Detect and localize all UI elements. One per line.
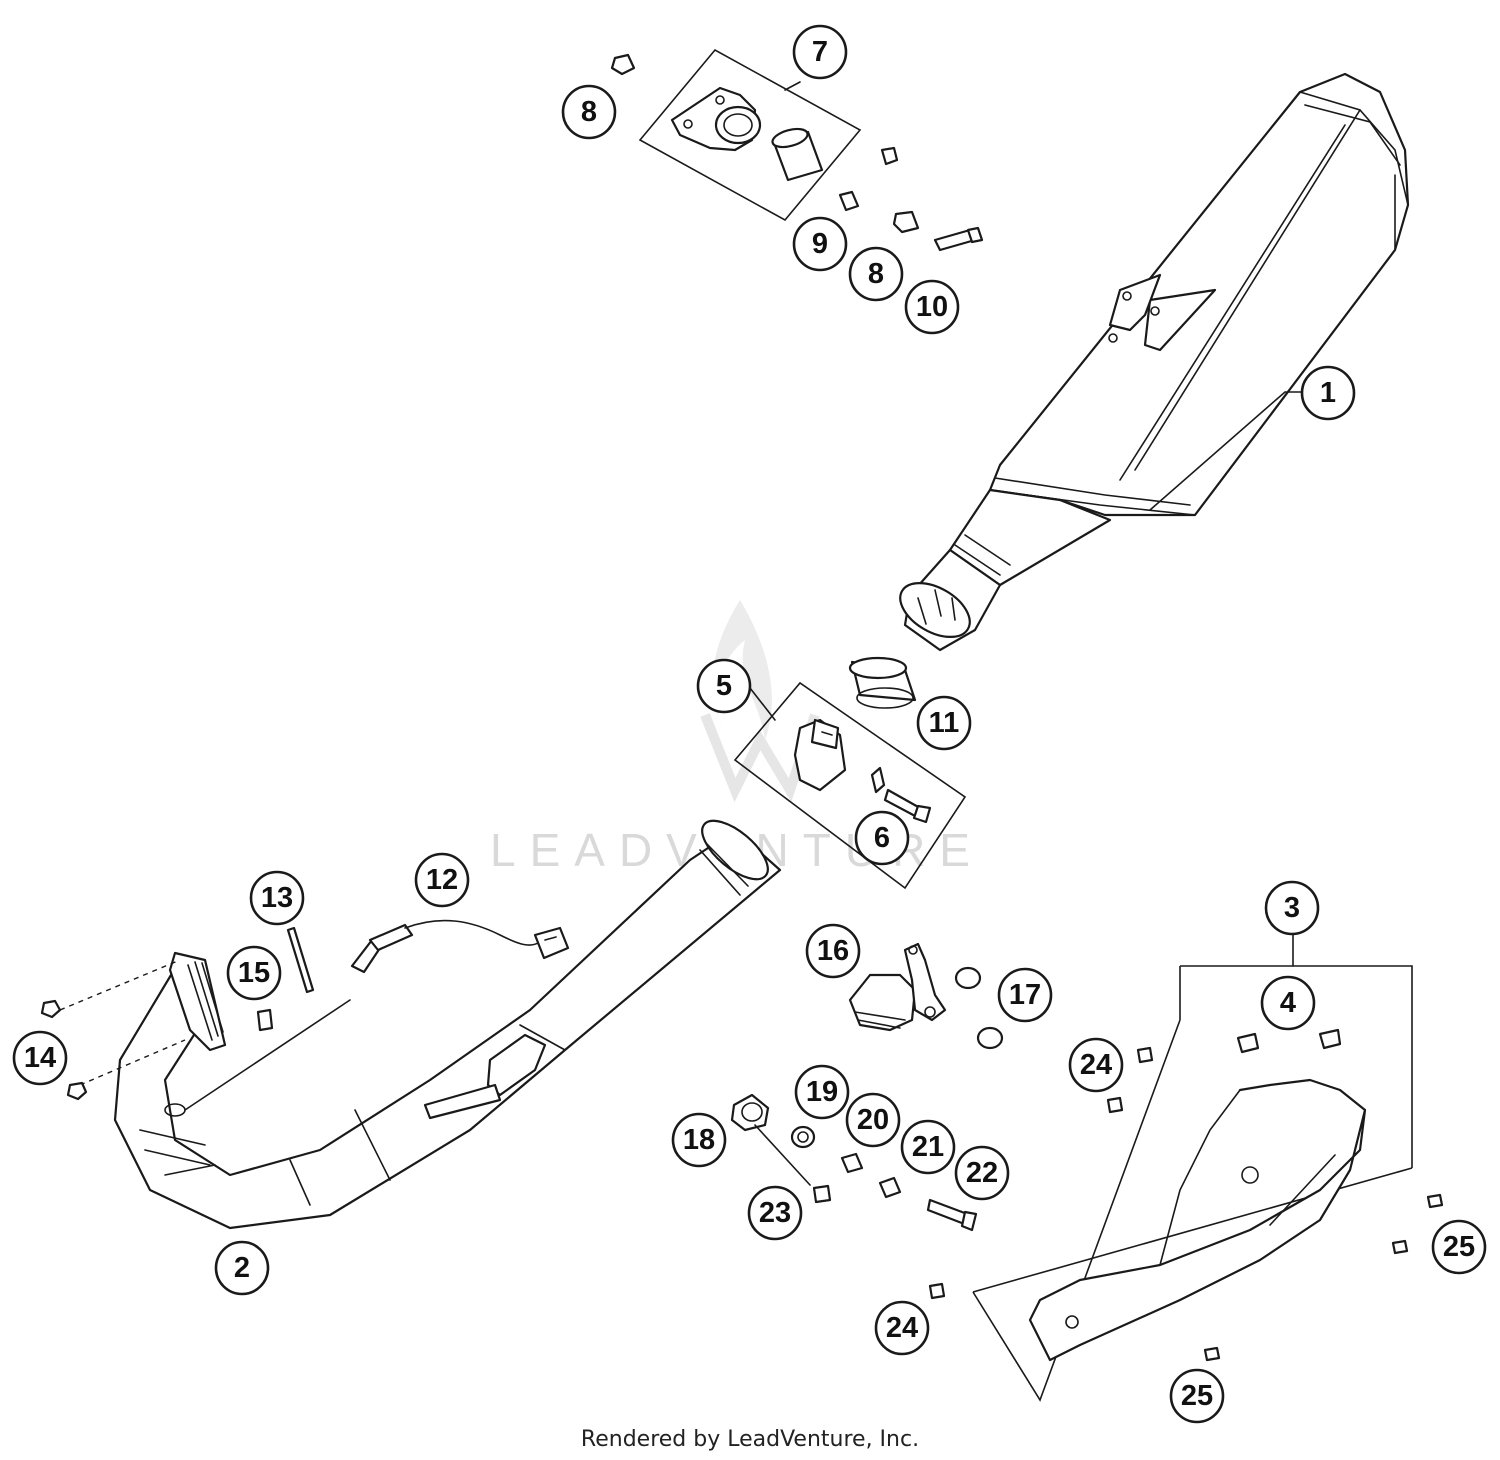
- callout-label: 19: [806, 1076, 838, 1108]
- nut-part-14: [40, 999, 88, 1101]
- callout-18[interactable]: 18: [671, 1112, 727, 1168]
- callout-9[interactable]: 9: [792, 216, 848, 272]
- callout-label: 22: [966, 1157, 998, 1189]
- callout-label: 14: [24, 1042, 56, 1074]
- callout-label: 10: [916, 291, 948, 323]
- callout-label: 20: [857, 1104, 889, 1136]
- callout-8[interactable]: 8: [848, 246, 904, 302]
- callout-label: 13: [261, 882, 293, 914]
- callout-17[interactable]: 17: [997, 967, 1053, 1023]
- callout-label: 8: [868, 258, 884, 290]
- damper-part-16: [848, 942, 947, 1032]
- callout-4[interactable]: 4: [1260, 975, 1316, 1031]
- callout-label: 18: [683, 1124, 715, 1156]
- callout-23[interactable]: 23: [747, 1185, 803, 1241]
- sleeve-part-11: [848, 656, 917, 709]
- callout-label: 24: [886, 1312, 918, 1344]
- callout-label: 8: [581, 96, 597, 128]
- callout-20[interactable]: 20: [845, 1092, 901, 1148]
- callout-15[interactable]: 15: [226, 945, 282, 1001]
- flange-group-7: [638, 48, 862, 222]
- callout-25[interactable]: 25: [1169, 1368, 1225, 1424]
- gasket-part-13: [286, 926, 315, 994]
- clamp-group-5: [733, 681, 967, 890]
- callout-14[interactable]: 14: [12, 1030, 68, 1086]
- sensor-part-12: [350, 919, 570, 974]
- nut-part-24: [928, 1046, 1154, 1300]
- callout-25[interactable]: 25: [1431, 1219, 1487, 1275]
- callout-19[interactable]: 19: [794, 1064, 850, 1120]
- callout-2[interactable]: 2: [214, 1240, 270, 1296]
- callout-10[interactable]: 10: [904, 279, 960, 335]
- insert-part-15: [256, 1008, 274, 1032]
- callout-5[interactable]: 5: [696, 658, 752, 714]
- callout-12[interactable]: 12: [414, 852, 470, 908]
- callout-24[interactable]: 24: [874, 1300, 930, 1356]
- leader-lines: [749, 81, 1303, 721]
- callout-label: 11: [929, 707, 960, 739]
- callout-22[interactable]: 22: [954, 1145, 1010, 1201]
- callout-label: 25: [1181, 1380, 1213, 1412]
- callout-label: 6: [874, 822, 890, 854]
- callout-8[interactable]: 8: [561, 84, 617, 140]
- callout-7[interactable]: 7: [792, 24, 848, 80]
- muffler-part: [899, 72, 1410, 652]
- callout-label: 24: [1080, 1049, 1112, 1081]
- callout-13[interactable]: 13: [249, 870, 305, 926]
- footer-credit: Rendered by LeadVenture, Inc.: [581, 1427, 919, 1452]
- screw-part-25: [1203, 1193, 1444, 1362]
- callout-label: 3: [1284, 892, 1300, 924]
- callout-label: 7: [812, 36, 828, 68]
- grommet-part-17: [954, 966, 1004, 1050]
- callout-label: 2: [234, 1252, 250, 1284]
- hardware-group-18-23: [730, 1093, 978, 1232]
- callout-label: 17: [1009, 979, 1041, 1011]
- callout-label: 25: [1443, 1231, 1475, 1263]
- callout-label: 23: [759, 1197, 791, 1229]
- callout-21[interactable]: 21: [900, 1119, 956, 1175]
- callout-16[interactable]: 16: [805, 923, 861, 979]
- callout-label: 21: [912, 1131, 944, 1163]
- callout-3[interactable]: 3: [1264, 880, 1320, 936]
- callout-label: 16: [817, 935, 849, 967]
- callout-label: 12: [426, 864, 458, 896]
- callout-1[interactable]: 1: [1300, 365, 1356, 421]
- fasteners-top: [610, 53, 984, 252]
- callout-label: 15: [238, 957, 270, 989]
- header-pipe-part-2: [59, 819, 782, 1230]
- heat-shield-group-3: [972, 933, 1413, 1402]
- callout-24[interactable]: 24: [1068, 1037, 1124, 1093]
- callout-label: 4: [1280, 987, 1296, 1019]
- callout-11[interactable]: 11: [916, 695, 972, 751]
- callout-label: 9: [812, 228, 828, 260]
- callout-label: 5: [716, 670, 732, 702]
- callout-6[interactable]: 6: [854, 810, 910, 866]
- callout-label: 1: [1320, 377, 1336, 409]
